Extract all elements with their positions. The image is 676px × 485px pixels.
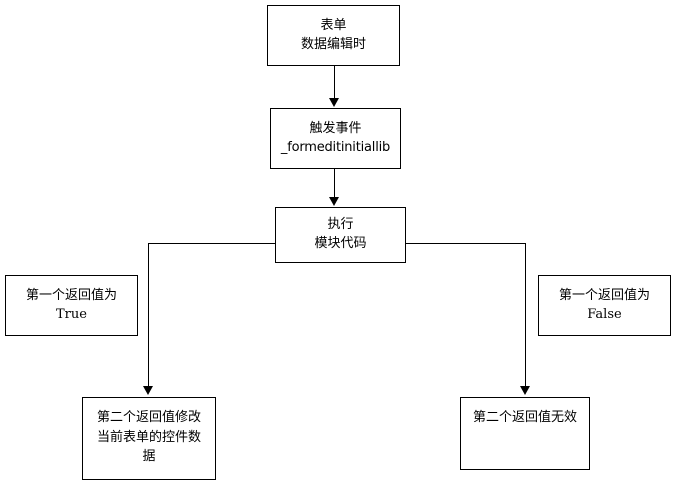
connector-form-edit-to-trigger-event-arrowhead xyxy=(329,98,339,107)
node-second-return-modify[interactable]: 第二个返回值修改当前表单的控件数据 xyxy=(82,397,216,480)
connector-exec-module-right-horizontal xyxy=(405,243,526,244)
node-second-return-invalid[interactable]: 第二个返回值无效 xyxy=(460,397,590,470)
node-form-edit-line1: 表单 xyxy=(320,17,347,33)
node-first-return-true[interactable]: 第一个返回值为 True xyxy=(5,275,138,336)
node-first-return-true-line2: True xyxy=(56,306,87,322)
node-second-return-invalid-text: 第二个返回值无效 xyxy=(472,410,577,425)
connector-trigger-event-to-exec-module-line xyxy=(334,168,335,199)
node-exec-module[interactable]: 执行 模块代码 xyxy=(275,207,406,263)
node-exec-module-line1: 执行 xyxy=(327,217,354,233)
node-first-return-true-line1: 第一个返回值为 xyxy=(25,287,117,303)
node-trigger-event-line1: 触发事件 xyxy=(309,120,362,136)
node-form-edit[interactable]: 表单 数据编辑时 xyxy=(267,5,400,66)
connector-exec-module-left-vertical xyxy=(148,243,149,389)
connector-exec-module-left-arrowhead xyxy=(143,386,153,395)
node-first-return-false-line2: False xyxy=(587,306,622,322)
connector-form-edit-to-trigger-event-line xyxy=(334,66,335,99)
node-second-return-modify-text: 第二个返回值修改当前表单的控件数据 xyxy=(96,410,201,464)
node-first-return-false-line1: 第一个返回值为 xyxy=(558,287,650,303)
node-exec-module-line2: 模块代码 xyxy=(314,236,367,251)
node-form-edit-line2: 数据编辑时 xyxy=(300,36,366,52)
node-trigger-event-line2: _formeditinitiallib xyxy=(280,139,391,155)
connector-exec-module-right-arrowhead xyxy=(520,386,530,395)
node-trigger-event[interactable]: 触发事件 _formeditinitiallib xyxy=(270,108,401,169)
connector-exec-module-left-horizontal xyxy=(148,243,276,244)
connector-exec-module-right-vertical xyxy=(525,243,526,389)
connector-trigger-event-to-exec-module-arrowhead xyxy=(329,197,339,206)
node-first-return-false[interactable]: 第一个返回值为 False xyxy=(538,275,671,336)
